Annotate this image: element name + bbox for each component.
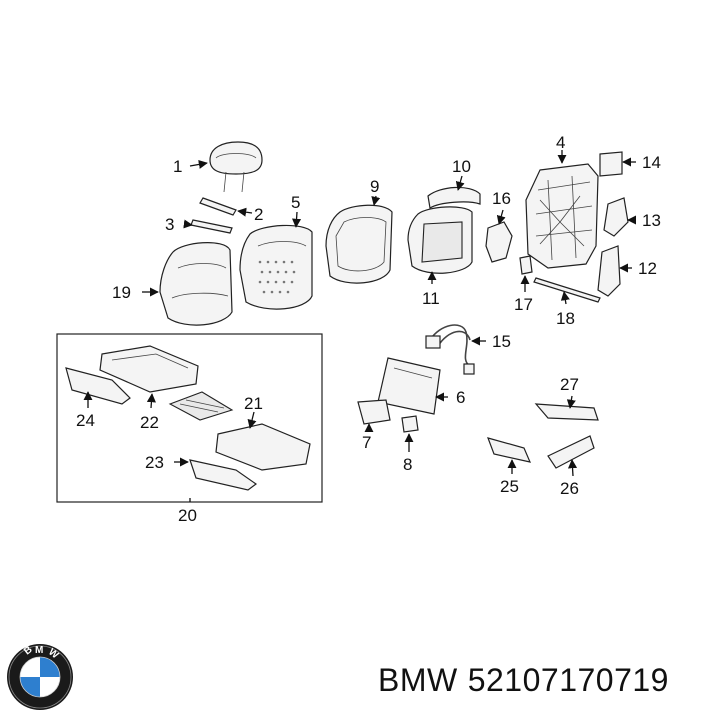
part-4-frame <box>525 163 599 269</box>
callout-18: 18 <box>556 309 575 328</box>
part-20-group-frame <box>56 333 323 503</box>
part-15-harness <box>425 324 475 375</box>
part-6-module <box>377 357 441 415</box>
part-18-rod <box>533 277 601 303</box>
part-2-guide <box>199 197 237 216</box>
part-16-motor <box>485 221 513 263</box>
leader-lines <box>83 150 637 502</box>
part-27-trim <box>534 403 599 421</box>
part-25-trim <box>487 437 532 463</box>
callout-11: 11 <box>422 289 440 308</box>
part-13-bracket <box>603 197 629 237</box>
callout-labels: 1 2 3 4 5 6 7 8 9 10 11 12 13 14 15 16 1… <box>76 133 661 525</box>
part-21-plate <box>168 391 234 421</box>
callout-10: 10 <box>452 157 471 176</box>
callout-26: 26 <box>560 479 579 498</box>
callout-22: 22 <box>140 413 159 432</box>
callout-19: 19 <box>112 283 131 302</box>
callout-21: 21 <box>244 394 263 413</box>
part-19-rear-cover <box>159 242 233 326</box>
part-5-backrest-cover <box>239 224 313 310</box>
bmw-logo: B M W <box>7 644 73 710</box>
callout-24: 24 <box>76 411 95 430</box>
callout-7: 7 <box>362 433 371 452</box>
part-24-bolster <box>65 367 131 405</box>
callout-12: 12 <box>638 259 657 278</box>
callout-23: 23 <box>145 453 164 472</box>
callout-6: 6 <box>456 388 465 407</box>
part-9-backrest-pad <box>325 204 393 284</box>
callout-25: 25 <box>500 477 519 496</box>
part-21-cushion <box>215 423 311 471</box>
svg-text:M: M <box>35 645 43 656</box>
callout-3: 3 <box>165 215 174 234</box>
part-14-clip <box>599 151 623 177</box>
perforation-pattern <box>258 260 296 294</box>
callout-15: 15 <box>492 332 511 351</box>
callout-5: 5 <box>291 193 300 212</box>
part-23-bolster <box>189 459 258 491</box>
part-11-rear-panel <box>407 206 473 274</box>
brand-name: BMW <box>378 662 458 698</box>
part-3-guide <box>190 219 233 234</box>
callout-9: 9 <box>370 177 379 196</box>
callout-4: 4 <box>556 133 565 152</box>
callout-14: 14 <box>642 153 661 172</box>
part-26-trim <box>547 435 595 469</box>
callout-1: 1 <box>173 157 182 176</box>
part-7-switch <box>357 399 391 425</box>
callout-27: 27 <box>560 375 579 394</box>
callout-8: 8 <box>403 455 412 474</box>
part-12-side-cover <box>597 245 621 297</box>
part-22-cushion <box>99 345 199 393</box>
callout-13: 13 <box>642 211 661 230</box>
callout-16: 16 <box>492 189 511 208</box>
part-17-sensor <box>519 255 533 275</box>
callout-17: 17 <box>514 295 533 314</box>
part-8-connector <box>401 415 419 433</box>
part-10-top-trim <box>427 186 481 209</box>
part-1-headrest <box>209 141 263 193</box>
callout-2: 2 <box>254 205 263 224</box>
callout-20: 20 <box>178 506 197 525</box>
part-number: 52107170719 <box>467 662 669 698</box>
